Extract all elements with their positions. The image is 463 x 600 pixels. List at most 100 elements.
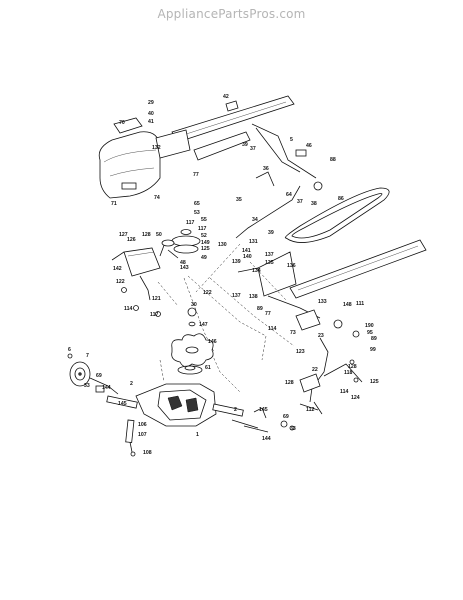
part-number-label: 127 xyxy=(119,232,128,238)
pulley-stack-part xyxy=(159,229,201,259)
part-number-label: 190 xyxy=(365,323,374,329)
part-number-label: 117 xyxy=(186,220,194,226)
watermark: AppliancePartsPros.com xyxy=(157,7,306,21)
part-number-label: 77 xyxy=(265,311,271,317)
cooling-fan-part xyxy=(171,307,214,375)
part-number-label: 1 xyxy=(196,432,199,438)
part-number-label: 64 xyxy=(286,192,292,198)
part-number-label: 29 xyxy=(148,100,154,106)
part-number-label: 123 xyxy=(296,349,305,355)
part-number-label: 88 xyxy=(330,157,336,163)
part-number-label: 117 xyxy=(198,226,206,232)
part-number-label: 89 xyxy=(371,336,377,342)
part-number-label: 147 xyxy=(199,322,208,328)
part-number-label: 30 xyxy=(191,302,197,308)
part-number-label: 137 xyxy=(265,252,274,258)
part-number-label: 46 xyxy=(306,143,312,149)
part-number-label: 126 xyxy=(127,237,136,243)
part-number-label: 114 xyxy=(340,389,348,395)
part-number-label: 128 xyxy=(285,380,294,386)
part-number-label: 52 xyxy=(201,233,207,239)
part-number-label: 144 xyxy=(102,385,111,391)
part-number-label: 114 xyxy=(124,306,132,312)
part-number-label: 49 xyxy=(201,255,207,261)
part-number-label: 143 xyxy=(180,265,189,271)
part-number-label: 69 xyxy=(96,373,102,379)
part-number-label: 121 xyxy=(152,296,161,302)
part-number-label: 48 xyxy=(180,260,186,266)
part-number-label: 108 xyxy=(143,450,152,456)
part-number-label: 22 xyxy=(312,367,318,373)
body-panel-part xyxy=(98,117,161,199)
part-number-label: 55 xyxy=(201,217,207,223)
support-rod-part xyxy=(125,419,136,457)
part-number-label: 106 xyxy=(138,422,147,428)
part-number-label: 140 xyxy=(243,254,252,260)
part-number-label: 41 xyxy=(148,119,154,125)
part-number-label: 137 xyxy=(232,293,241,299)
part-number-label: 139 xyxy=(232,259,241,265)
part-number-label: 2 xyxy=(234,407,237,413)
part-number-label: 128 xyxy=(142,232,151,238)
part-number-label: 128 xyxy=(348,364,357,370)
part-number-label: 117 xyxy=(150,312,158,318)
right-frame-rail-part xyxy=(237,239,427,338)
part-number-label: 37 xyxy=(250,146,256,152)
part-number-label: 118 xyxy=(344,370,352,376)
part-number-label: 89 xyxy=(257,306,263,312)
part-number-label: 23 xyxy=(318,333,324,339)
part-number-label: 33 xyxy=(290,426,296,432)
part-number-label: 69 xyxy=(283,414,289,420)
drive-belt-part xyxy=(284,187,390,243)
shift-rod-part xyxy=(235,171,301,239)
part-number-label: 124 xyxy=(351,395,360,401)
part-number-label: 107 xyxy=(138,432,147,438)
part-number-label: 42 xyxy=(223,94,229,100)
part-number-label: 38 xyxy=(311,201,317,207)
part-number-label: 34 xyxy=(252,217,258,223)
part-number-label: 37 xyxy=(297,199,303,205)
part-number-label: 77 xyxy=(193,172,199,178)
part-number-label: 40 xyxy=(148,111,154,117)
part-number-label: 149 xyxy=(201,240,210,246)
part-number-label: 99 xyxy=(370,347,376,353)
part-number-label: 65 xyxy=(194,201,200,207)
part-number-label: 6 xyxy=(68,347,71,353)
part-number-label: 148 xyxy=(343,302,352,308)
part-number-label: 7 xyxy=(86,353,89,359)
part-number-label: 145 xyxy=(118,401,127,407)
part-number-label: 5 xyxy=(290,137,293,143)
part-number-label: 39 xyxy=(242,142,248,148)
mount-bracket-part xyxy=(111,247,161,317)
part-number-label: 146 xyxy=(208,339,217,345)
part-number-label: 36 xyxy=(263,166,269,172)
control-lever-part xyxy=(253,337,363,431)
part-number-label: 95 xyxy=(367,330,373,336)
part-number-label: 86 xyxy=(338,196,344,202)
part-number-label: 125 xyxy=(201,246,210,252)
part-number-label: 132 xyxy=(152,145,161,151)
part-number-label: 114 xyxy=(268,326,276,332)
part-number-label: 130 xyxy=(218,242,227,248)
part-number-label: 142 xyxy=(113,266,122,272)
part-number-label: 70 xyxy=(119,120,125,126)
part-number-label: 136 xyxy=(287,263,296,269)
part-number-label: 131 xyxy=(249,239,258,245)
part-number-label: 133 xyxy=(318,299,327,305)
part-number-label: 74 xyxy=(154,195,160,201)
part-number-label: 53 xyxy=(194,210,200,216)
part-number-label: 112 xyxy=(306,407,314,413)
part-number-label: 111 xyxy=(356,301,364,307)
part-number-label: 141 xyxy=(242,248,251,254)
part-number-label: 73 xyxy=(290,330,296,336)
part-number-label: 71 xyxy=(111,201,117,207)
upper-frame-rail-part xyxy=(155,95,323,191)
transaxle-part xyxy=(106,383,269,433)
part-number-label: 122 xyxy=(203,290,212,296)
part-number-label: 35 xyxy=(236,197,242,203)
part-number-label: 145 xyxy=(259,407,268,413)
part-number-label: 144 xyxy=(262,436,271,442)
part-number-label: 2 xyxy=(130,381,133,387)
